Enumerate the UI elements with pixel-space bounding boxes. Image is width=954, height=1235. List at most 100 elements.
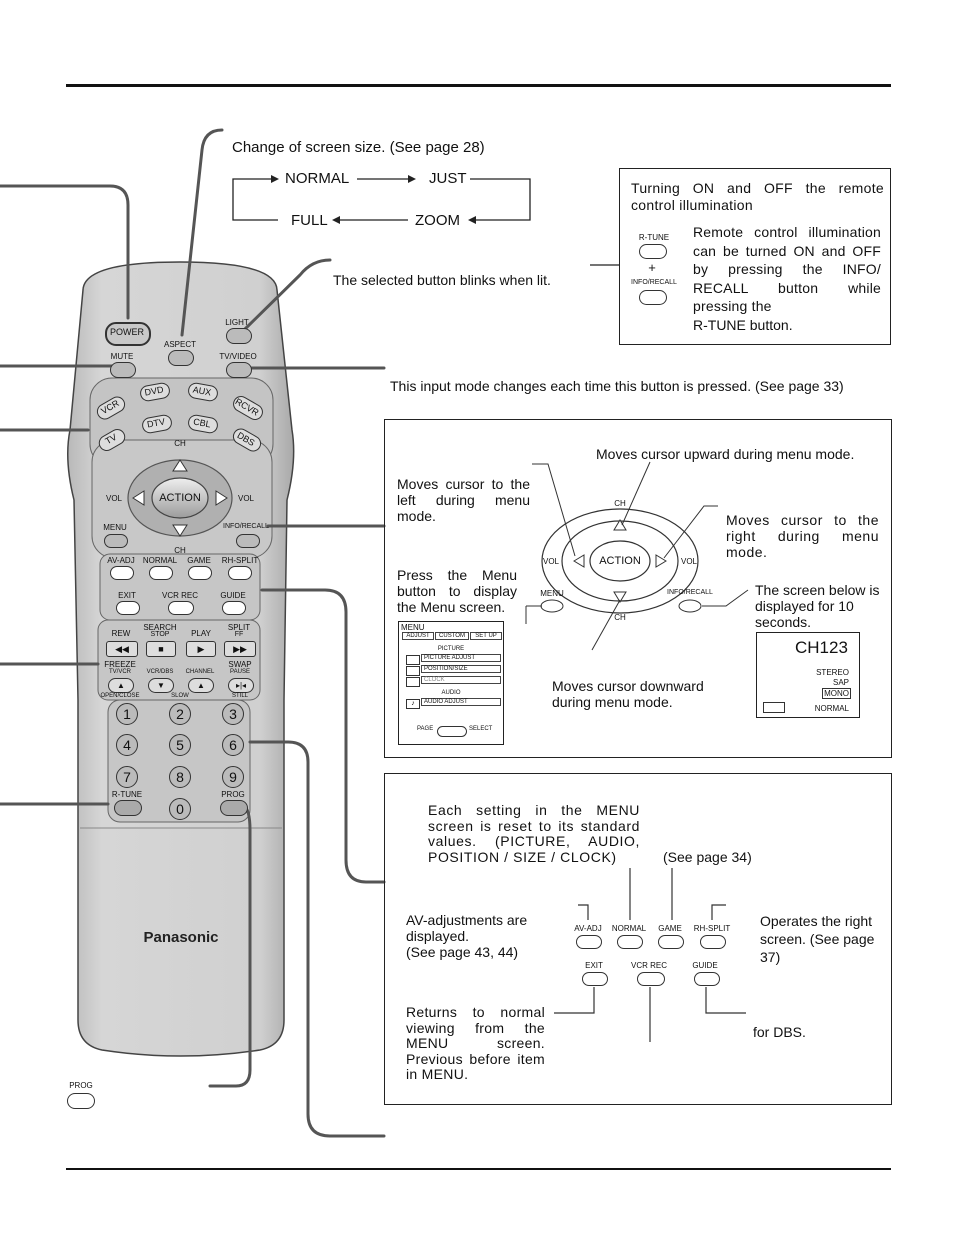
cursor-up-note: Moves cursor upward during menu mode.	[596, 446, 855, 462]
light-label: LIGHT	[225, 318, 249, 327]
ch-screen-aspect-icon	[763, 702, 785, 713]
info-label: INFO/RECALL	[223, 523, 269, 530]
digit-8-button[interactable]: 8	[169, 766, 191, 788]
play-button[interactable]: ▶	[186, 641, 216, 657]
split-label: SPLIT	[227, 623, 251, 632]
stop-label: STOP	[150, 631, 170, 638]
mute-button[interactable]	[110, 362, 136, 378]
tvvcr-button[interactable]: ▲	[108, 678, 134, 693]
menu-clock-icon	[406, 677, 420, 687]
diagram-ch-bottom: CH	[614, 613, 626, 622]
settings-normal-label: NORMAL	[611, 924, 647, 933]
settings-avadj-label: AV-ADJ	[574, 924, 602, 933]
ch-label-bottom: CH	[174, 546, 186, 555]
settings-exit-note: Returns to normal viewing from the MENU …	[406, 1004, 545, 1082]
ch-screen-sap: SAP	[832, 678, 849, 687]
avadj-button[interactable]	[110, 566, 134, 580]
action-button[interactable]: ACTION	[159, 492, 201, 504]
vcrrec-label: VCR REC	[161, 591, 198, 600]
settings-vcrrec-label: VCR REC	[630, 961, 667, 970]
ff-button[interactable]: ▶▶	[224, 641, 256, 657]
aspect-button[interactable]	[168, 350, 194, 366]
light-button[interactable]	[226, 328, 252, 344]
vol-label-left: VOL	[105, 494, 122, 503]
diagram-info: INFO/RECALL	[667, 589, 713, 596]
ch-screen-channel: CH123	[795, 638, 848, 657]
channel-label: CHANNEL	[185, 669, 215, 675]
digit-1-button[interactable]: 1	[116, 703, 138, 725]
digit-2-button[interactable]: 2	[169, 703, 191, 725]
menu-tab-custom: CUSTOM	[435, 632, 469, 640]
aspect-note: Change of screen size. (See page 28)	[232, 139, 485, 156]
aspect-mode-normal: NORMAL	[285, 170, 350, 187]
illumination-info-button	[639, 290, 667, 305]
tvvideo-button[interactable]	[226, 362, 252, 378]
aspect-mode-just: JUST	[429, 170, 467, 187]
menu-button[interactable]	[104, 534, 128, 548]
channel-button[interactable]: ▲	[188, 678, 214, 693]
rhsplit-button[interactable]	[228, 566, 252, 580]
menu-page-label: PAGE	[417, 726, 434, 732]
menu-item-clock[interactable]: CLOCK	[421, 676, 501, 684]
guide-button[interactable]	[222, 601, 246, 615]
settings-guide-label: GUIDE	[692, 961, 718, 970]
normal-button[interactable]	[149, 566, 173, 580]
illumination-title: Turning ON and OFF the remote control il…	[631, 180, 884, 213]
swap-label: SWAP	[228, 660, 252, 669]
still-label: STILL	[231, 693, 248, 699]
illumination-body-end: R-TUNE button.	[693, 317, 793, 333]
prog-button[interactable]	[220, 800, 248, 816]
vcrdbs-button[interactable]: ▼	[148, 678, 174, 693]
stop-button[interactable]: ■	[146, 641, 176, 657]
digit-0-button[interactable]: 0	[169, 798, 191, 820]
normal-label: NORMAL	[142, 556, 178, 565]
rtune-button[interactable]	[114, 800, 142, 816]
illumination-body: Remote control illumination can be turne…	[693, 224, 881, 314]
menu-item-audio-adjust[interactable]: AUDIO ADJUST	[421, 698, 501, 706]
settings-normal-note: Each setting in the MENU screen is reset…	[428, 802, 640, 865]
settings-rhsplit-note: Operates the right screen. (See page 37)	[760, 913, 875, 965]
ch-screen-thumbnail: CH123 STEREO SAP MONO NORMAL	[756, 632, 860, 718]
illumination-info-label: INFO/RECALL	[631, 279, 677, 286]
digit-3-button[interactable]: 3	[222, 703, 244, 725]
digit-4-button[interactable]: 4	[116, 734, 138, 756]
digit-6-button[interactable]: 6	[222, 734, 244, 756]
freeze-label: FREEZE	[104, 660, 136, 669]
menu-item-position-size[interactable]: POSITION/SIZE	[421, 665, 501, 673]
settings-game-note: (See page 34)	[663, 849, 752, 865]
exit-button[interactable]	[116, 601, 140, 615]
power-button[interactable]	[105, 322, 151, 346]
info-button[interactable]	[236, 534, 260, 548]
game-button[interactable]	[188, 566, 212, 580]
settings-rhsplit-label: RH-SPLIT	[693, 924, 731, 933]
mute-label: MUTE	[110, 352, 134, 361]
brand-logo: Panasonic	[143, 929, 219, 946]
vcrdbs-label: VCR/DBS	[146, 669, 174, 675]
avadj-label: AV-ADJ	[107, 556, 135, 565]
rew-button[interactable]: ◀◀	[106, 641, 138, 657]
digit-9-button[interactable]: 9	[222, 766, 244, 788]
vcrrec-button[interactable]	[168, 601, 194, 615]
settings-game-button	[658, 935, 684, 949]
settings-rhsplit-button	[700, 935, 726, 949]
prog-small-button	[67, 1093, 95, 1109]
tvvideo-label: TV/VIDEO	[219, 352, 257, 361]
illumination-rtune-button	[639, 244, 667, 259]
illumination-box: Turning ON and OFF the remote control il…	[619, 168, 891, 345]
menu-picture-heading: PICTURE	[437, 646, 465, 652]
menu-label: MENU	[103, 523, 127, 532]
settings-vcrrec-button	[637, 972, 665, 986]
menu-item-picture-adjust[interactable]: PICTURE ADJUST	[421, 654, 501, 662]
guide-label: GUIDE	[220, 591, 246, 600]
rtune-label: R-TUNE	[111, 790, 143, 799]
menu-audio-heading: AUDIO	[441, 690, 461, 696]
pause-button[interactable]: ▸|◂	[228, 678, 254, 693]
menu-nav-icon	[437, 726, 467, 737]
pause-label: PAUSE	[230, 669, 250, 675]
slow-label: SLOW	[171, 693, 189, 699]
digit-5-button[interactable]: 5	[169, 734, 191, 756]
ff-label: FF	[234, 631, 244, 638]
ch-screen-normal: NORMAL	[814, 704, 849, 713]
digit-7-button[interactable]: 7	[116, 766, 138, 788]
